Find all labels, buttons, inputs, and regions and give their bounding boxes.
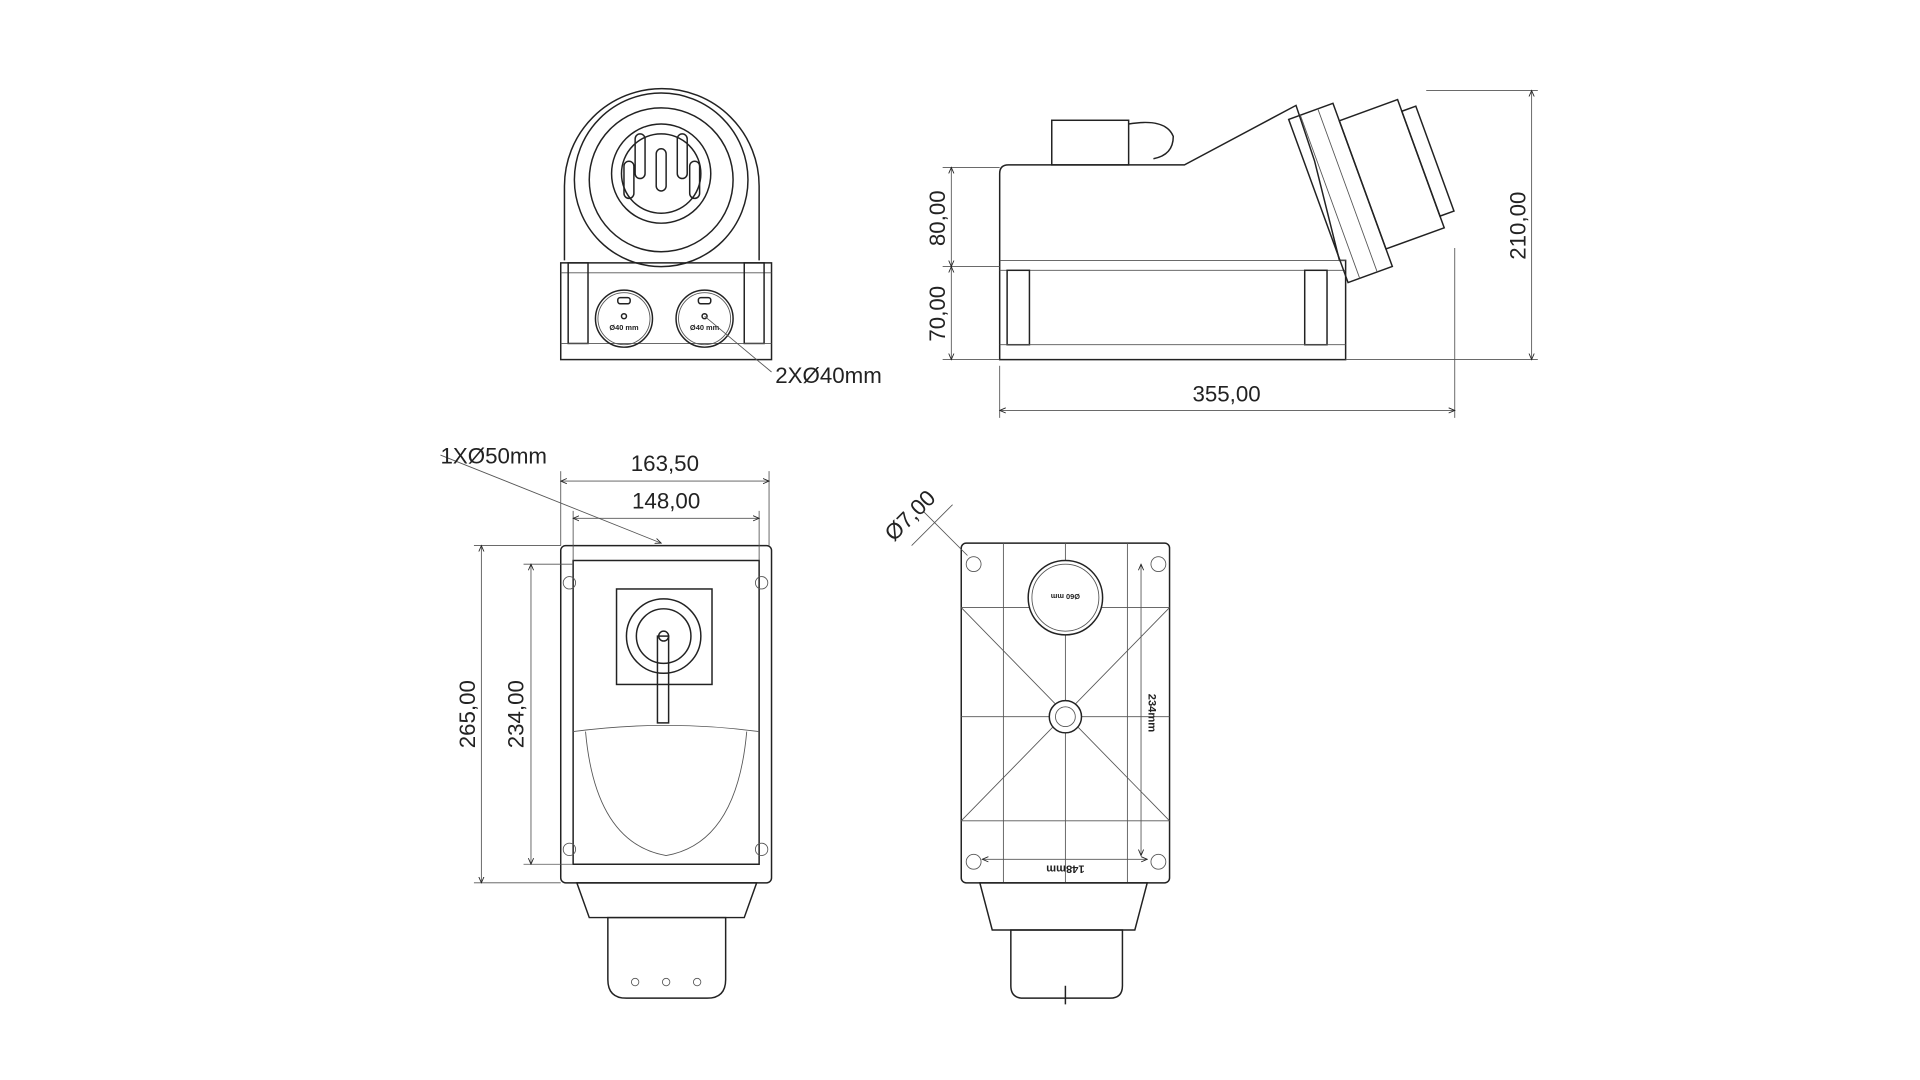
knockout-60-label: Ø60 mm [1050,592,1080,601]
mount-vertical-label: 234mm [1145,694,1157,732]
dim-mount-hole: Ø7,00 [880,485,941,546]
dim-width-outer: 163,50 [631,451,699,476]
knockout-label: Ø40 mm [609,323,639,332]
dim-height-bottom: 70,00 [925,286,950,342]
dim-length: 355,00 [1192,382,1260,407]
knockout-left: Ø40 mm [594,289,654,348]
dim-height-outer: 265,00 [455,680,480,748]
side-view: 80,00 70,00 210,00 355,00 [925,77,1538,418]
knockout-right: Ø40 mm [675,289,734,348]
dim-height-inner: 234,00 [504,680,529,748]
back-view: Ø60 mm 234mm 148mm Ø7,00 [880,485,1171,1005]
dim-hole-top: 1XØ50mm [440,444,547,469]
knockout-label: Ø40 mm [690,323,720,332]
dim-height-top: 80,00 [925,190,950,246]
mount-horizontal-label: 148mm [1046,862,1084,874]
dim-holes-side: 2XØ40mm [775,363,882,388]
top-view: 1XØ50mm 163,50 148,00 265,00 234,00 [440,444,773,999]
dim-height-total: 210,00 [1505,192,1530,260]
dim-width-inner: 148,00 [632,488,700,513]
front-view: Ø40 mm Ø40 mm 2XØ40mm [559,87,882,388]
